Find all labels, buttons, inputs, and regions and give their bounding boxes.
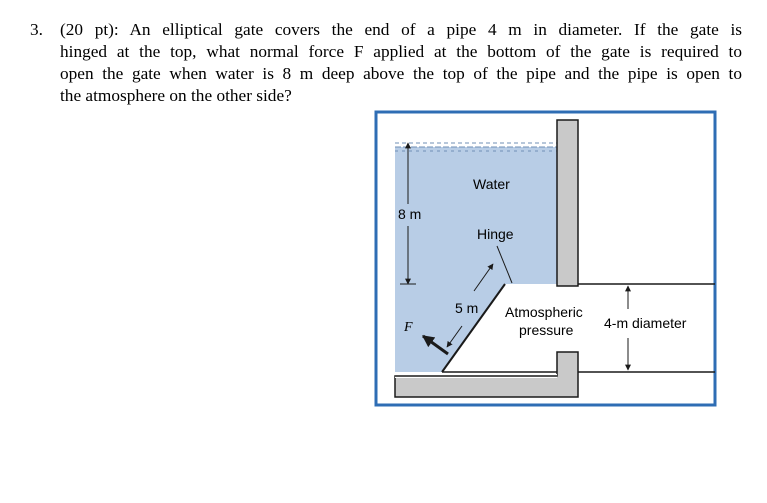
- pipe-floor-gap: [395, 374, 557, 378]
- depth-dimension: [400, 142, 416, 285]
- hinge-label: Hinge: [477, 226, 514, 242]
- water-surface: [395, 142, 560, 152]
- problem-line-2: hinged at the top, what normal force F a…: [60, 42, 742, 61]
- diameter-label-bg: [602, 313, 708, 333]
- gate: [441, 283, 506, 373]
- problem-line-1: 3.(20 pt): An elliptical gate covers the…: [30, 20, 742, 39]
- gate-length-label: 5 m: [455, 300, 478, 316]
- right-wall: [556, 119, 579, 287]
- atm-label-line2: pressure: [519, 322, 574, 338]
- diameter-label: 4-m diameter: [604, 315, 687, 331]
- hinge-leader: [496, 245, 513, 284]
- figure-frame: [374, 110, 717, 407]
- force-arrow: [422, 334, 449, 356]
- depth-label: 8 m: [398, 206, 421, 222]
- water-region: [395, 147, 560, 372]
- gate-length-dimension: [446, 263, 494, 348]
- bottom-wall: [394, 351, 579, 398]
- problem-line-4: the atmosphere on the other side?: [60, 86, 292, 105]
- problem-statement: 3.(20 pt): An elliptical gate covers the…: [30, 19, 742, 107]
- water-label: Water: [473, 176, 510, 192]
- problem-line-3: open the gate when water is 8 m deep abo…: [60, 64, 742, 83]
- force-label: F: [403, 320, 413, 335]
- atm-label-line1: Atmospheric: [505, 304, 583, 320]
- problem-number: 3.: [30, 20, 43, 39]
